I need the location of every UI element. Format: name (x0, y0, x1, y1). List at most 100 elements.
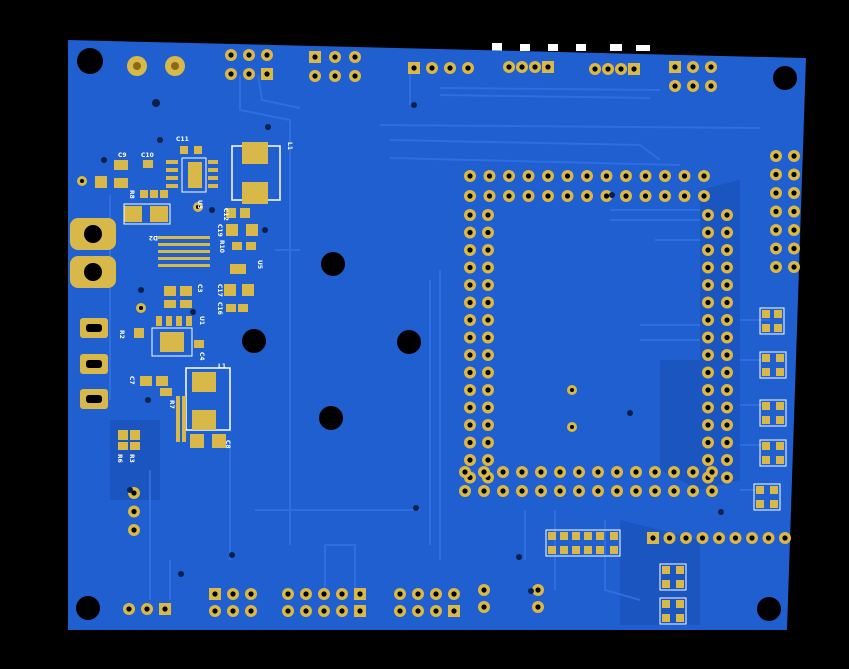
pin-hole (672, 64, 678, 70)
pin-hole (397, 591, 403, 597)
pin-hole (633, 469, 639, 475)
mounting-hole (319, 406, 343, 430)
pin-hole (485, 422, 491, 428)
pin-hole (773, 264, 779, 270)
pin-hole (264, 71, 270, 77)
pin-hole (705, 299, 711, 306)
label-c10: C10 (141, 152, 154, 159)
pin-hole (332, 73, 338, 79)
pin-hole (462, 488, 468, 494)
mounting-hole (321, 252, 345, 276)
pin-hole (285, 591, 291, 597)
pin-hole (614, 469, 620, 475)
pin-hole (705, 387, 711, 393)
pin-hole (481, 469, 487, 475)
pin-hole (705, 334, 711, 341)
pin-hole (248, 608, 254, 614)
pin-hole (467, 404, 473, 411)
pin-hole (131, 508, 137, 515)
pin-hole (433, 591, 439, 597)
mounting-hole (773, 66, 797, 90)
pin-hole (465, 65, 471, 71)
pin-hole (773, 171, 779, 178)
label-r7: R7 (168, 400, 175, 409)
pin-hole (467, 264, 473, 271)
pin-hole (248, 591, 254, 597)
pin-hole (485, 247, 491, 253)
pin-hole (724, 334, 730, 341)
pin-hole (285, 608, 291, 614)
pin-hole (447, 65, 453, 71)
pin-hole (538, 469, 544, 475)
pin-hole (690, 488, 696, 494)
pin-hole (724, 229, 730, 236)
pin-hole (467, 317, 473, 323)
pin-hole (467, 422, 473, 428)
pin-hole (525, 173, 532, 179)
pin-hole (467, 369, 473, 376)
pin-hole (662, 193, 668, 199)
pin-hole (538, 488, 544, 494)
pin-hole (467, 247, 473, 253)
pin-hole (724, 247, 730, 253)
pin-hole (709, 488, 715, 494)
pin-hole (603, 173, 610, 179)
pin-hole (352, 73, 358, 79)
pin-hole (332, 54, 338, 60)
pin-hole (486, 193, 493, 199)
pin-hole (724, 264, 730, 271)
pin-hole (352, 54, 358, 60)
pin-hole (724, 282, 730, 288)
label-c3: C3 (196, 284, 203, 293)
pin-hole (557, 469, 563, 475)
pin-hole (791, 171, 797, 178)
pin-hole (705, 422, 711, 428)
pin-hole (467, 334, 473, 341)
label-u1: U1 (198, 316, 205, 325)
pin-hole (724, 387, 730, 393)
pin-hole (246, 52, 252, 58)
pin-hole (535, 604, 541, 610)
pin-hole (705, 264, 711, 271)
pin-hole (230, 608, 236, 614)
pin-hole (485, 404, 491, 411)
pin-hole (500, 488, 506, 494)
pin-hole (605, 66, 611, 72)
pin-hole (705, 404, 711, 411)
pin-hole (451, 608, 457, 614)
pin-headers (123, 49, 800, 617)
pin-hole (642, 173, 649, 179)
pin-hole (705, 439, 711, 446)
pin-hole (312, 54, 318, 60)
pin-hole (732, 535, 739, 541)
pin-hole (652, 469, 658, 475)
pin-hole (506, 173, 512, 179)
mounting-holes (76, 48, 797, 621)
pin-hole (485, 264, 491, 271)
pin-hole (339, 608, 345, 614)
pin-hole (126, 606, 132, 612)
pin-hole (485, 299, 491, 306)
label-c4: C4 (198, 352, 205, 361)
pin-hole (485, 369, 491, 376)
pin-hole (485, 282, 491, 288)
pin-hole (652, 488, 658, 494)
pin-hole (131, 490, 137, 496)
pin-hole (773, 153, 779, 159)
pin-hole (724, 299, 730, 306)
mounting-hole (76, 596, 100, 620)
pin-hole (212, 608, 218, 614)
pin-hole (724, 474, 730, 481)
pin-hole (791, 190, 797, 196)
pin-hole (773, 227, 779, 233)
label-r10: R10 (218, 240, 225, 253)
label-c17: C17 (216, 284, 223, 297)
label-r6: R6 (116, 454, 123, 463)
label-c11: C11 (176, 136, 189, 143)
pin-hole (773, 208, 779, 215)
pin-hole (705, 247, 711, 253)
pin-hole (481, 488, 487, 494)
pin-hole (485, 229, 491, 236)
pin-hole (724, 317, 730, 323)
pin-hole (705, 282, 711, 288)
